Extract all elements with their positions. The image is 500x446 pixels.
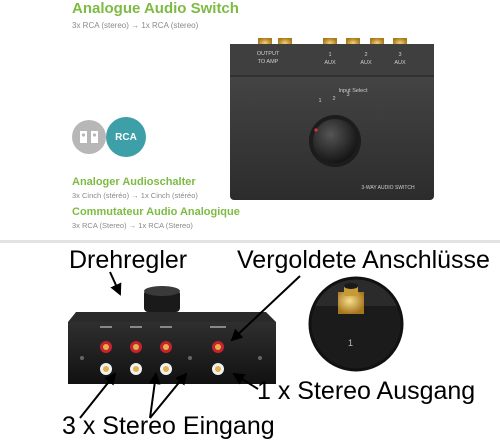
product-banner: Analogue Audio Switch 3x RCA (stereo) → … xyxy=(72,0,434,230)
rca-jacks-top xyxy=(258,38,407,48)
callout-inputs: 3 x Stereo Eingang xyxy=(62,412,275,440)
title-english: Analogue Audio Switch xyxy=(72,0,239,17)
callout-gold-connectors: Vergoldete Anschlüsse xyxy=(237,246,490,274)
red-rca-jacks xyxy=(100,341,224,353)
zoom-number: 1 xyxy=(348,338,353,348)
input-1-aux-label: AUX xyxy=(324,60,336,66)
section-divider xyxy=(0,240,500,243)
audio-switch-back-photo xyxy=(68,286,276,384)
subtitle-english: 3x RCA (stereo) → 1x RCA (stereo) xyxy=(72,21,199,30)
subtitle-french: 3x RCA (Stereo) → 1x RCA (Stereo) xyxy=(72,221,193,230)
knob-number-3: 3 xyxy=(346,92,349,98)
callout-output: 1 x Stereo Ausgang xyxy=(257,377,476,405)
input-3-number: 3 xyxy=(398,52,401,58)
input-2-aux-label: AUX xyxy=(360,60,372,66)
output-label-line2: TO AMP xyxy=(258,59,279,65)
title-french: Commutateur Audio Analogique xyxy=(72,206,240,218)
output-label-line1: OUTPUT xyxy=(257,51,280,57)
rca-badge-icon: RCA xyxy=(106,117,146,157)
input-3-aux-label: AUX xyxy=(394,60,406,66)
subtitle-german: 3x Cinch (stéréo) → 1x Cinch (stéréo) xyxy=(72,191,198,200)
knob-number-2: 2 xyxy=(332,96,335,102)
model-label: 3-WAY AUDIO SWITCH xyxy=(361,185,415,191)
knob-number-1: 1 xyxy=(318,98,321,104)
white-rca-jacks xyxy=(100,363,224,375)
input-1-number: 1 xyxy=(328,52,331,58)
knob-label: Input Select xyxy=(338,88,368,94)
callout-knob: Drehregler xyxy=(69,246,188,274)
title-german: Analoger Audioschalter xyxy=(72,176,196,188)
gold-connector-zoom: 1 xyxy=(308,276,404,372)
connector-icon xyxy=(72,120,106,154)
input-2-number: 2 xyxy=(364,52,367,58)
audio-switch-device-image: OUTPUT TO AMP 1 2 3 AUX AUX AUX Input Se… xyxy=(230,38,434,200)
